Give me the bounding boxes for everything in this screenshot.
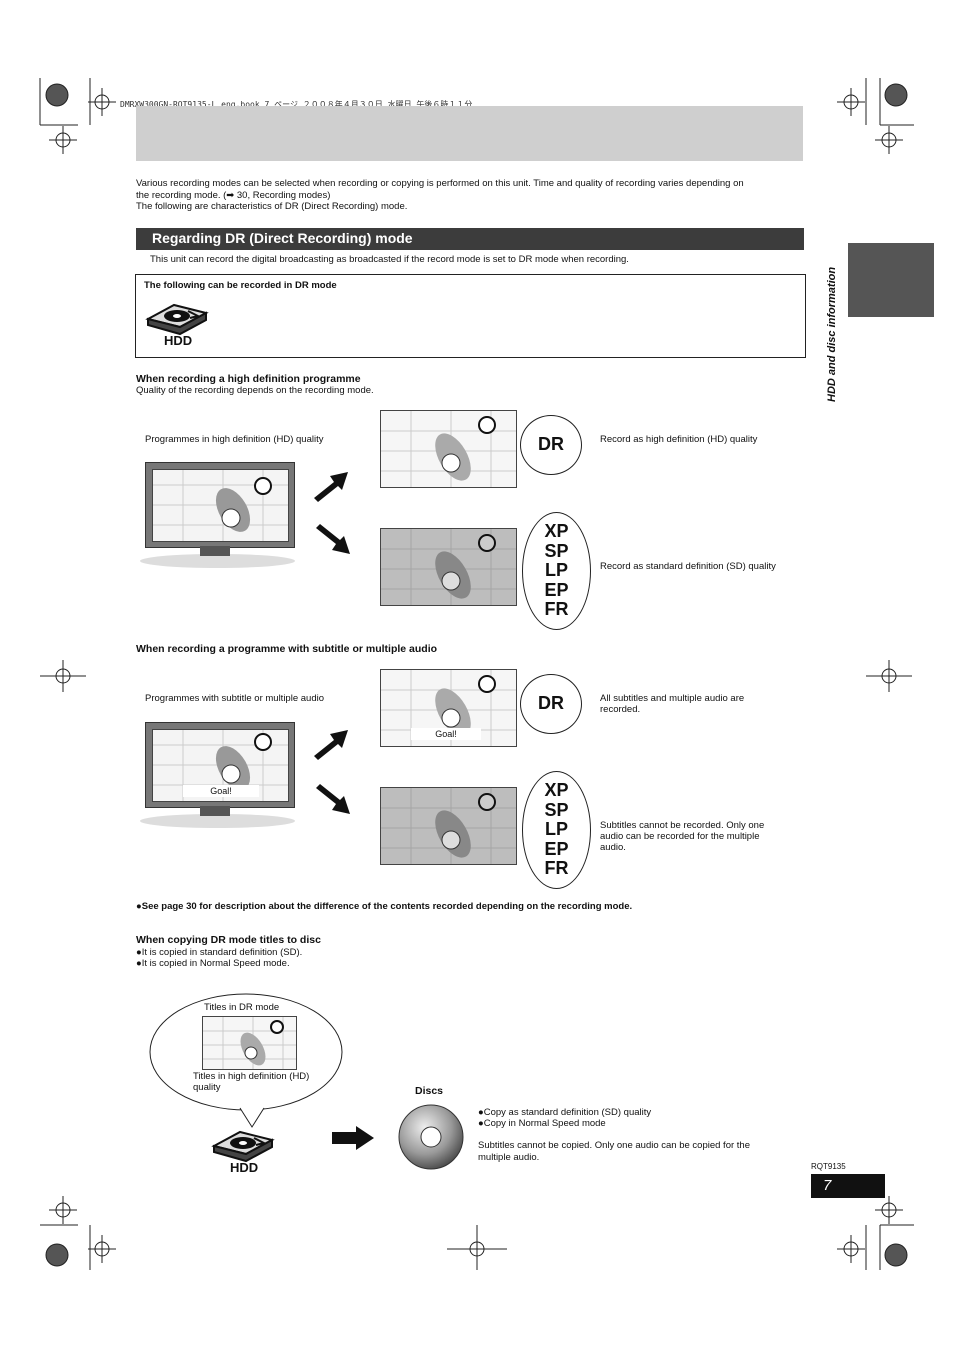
hd-modes-description: Record as standard definition (SD) quali… — [600, 561, 776, 572]
section-title: Regarding DR (Direct Recording) mode — [136, 228, 804, 250]
copy-hdd-label: HDD — [230, 1160, 259, 1175]
disc-bullet-1: ●Copy as standard definition (SD) qualit… — [478, 1107, 652, 1118]
arrow-up-right-2 — [314, 730, 348, 760]
disc-note-2: multiple audio. — [478, 1152, 540, 1163]
hd-section-subtitle: Quality of the recording depends on the … — [136, 385, 374, 396]
dr-mode-label: DR — [538, 693, 564, 714]
hd-dr-mode-oval: DR — [520, 415, 582, 475]
tv-stand — [200, 546, 230, 556]
mode-fr: FR — [544, 858, 569, 879]
hd-section-title: When recording a high definition program… — [136, 373, 361, 385]
goal-text: Goal! — [435, 729, 457, 739]
subtitle-caption: Goal! — [183, 785, 259, 797]
hdd-icon — [145, 303, 209, 336]
mode-fr: FR — [544, 599, 569, 620]
sub-modes-oval: XP SP LP EP FR — [522, 771, 591, 889]
bubble-description-2: quality — [193, 1082, 221, 1093]
mode-lp: LP — [544, 560, 568, 581]
hd-tv — [140, 462, 300, 572]
tv-screen: Goal! — [152, 729, 289, 802]
discs-label: Discs — [415, 1085, 444, 1097]
sub-dr-picture: Goal! — [380, 669, 517, 747]
hdd-icon — [211, 1130, 275, 1163]
mode-xp: XP — [544, 521, 569, 542]
tv-stand — [200, 806, 230, 816]
goalkeeper-scene — [381, 411, 516, 487]
tv-shadow — [140, 814, 295, 828]
side-label: HDD and disc information — [826, 266, 838, 402]
arrow-down-right-1 — [316, 524, 350, 554]
sub-modes-description-2: audio can be recorded for the multiple — [600, 831, 760, 842]
goalkeeper-scene — [203, 1017, 296, 1069]
sub-sd-picture — [380, 787, 517, 865]
sub-dr-description-1: All subtitles and multiple audio are — [600, 693, 745, 704]
intro-line-3: The following are characteristics of DR … — [136, 201, 408, 212]
mode-ep: EP — [544, 579, 569, 600]
hd-modes-oval: XP SP LP EP FR — [522, 512, 591, 630]
disc-bullet-2: ●Copy in Normal Speed mode — [478, 1118, 606, 1129]
sub-source-label: Programmes with subtitle or multiple aud… — [145, 693, 324, 704]
hdd-label: HDD — [164, 333, 193, 348]
sub-dr-mode-oval: DR — [520, 674, 582, 734]
sub-tv: Goal! — [140, 722, 300, 832]
copy-bullet-2: ●It is copied in Normal Speed mode. — [136, 958, 290, 969]
subtitle-caption: Goal! — [411, 728, 481, 740]
goalkeeper-scene-gray — [381, 529, 516, 605]
page-number: 7 — [811, 1174, 885, 1198]
tv-screen — [152, 469, 289, 542]
sub-section-title: When recording a programme with subtitle… — [136, 643, 438, 655]
page-30-note: ●See page 30 for description about the d… — [136, 901, 633, 912]
hd-dr-picture — [380, 410, 517, 488]
arrow-up-right-1 — [314, 472, 348, 502]
side-tab — [848, 243, 934, 317]
header-banner — [136, 106, 803, 161]
mode-xp: XP — [544, 780, 569, 801]
sub-dr-description-2: recorded. — [600, 704, 641, 715]
sub-modes-description-1: Subtitles cannot be recorded. Only one — [600, 820, 765, 831]
dr-mode-label: DR — [538, 434, 564, 455]
disc-note-1: Subtitles cannot be copied. Only one aud… — [478, 1140, 750, 1151]
bubble-title: Titles in DR mode — [204, 1002, 280, 1013]
bubble-description-1: Titles in high definition (HD) — [193, 1071, 310, 1082]
mode-sp: SP — [544, 540, 569, 561]
arrow-down-right-2 — [316, 784, 350, 814]
dr-box-heading: The following can be recorded in DR mode — [144, 280, 337, 291]
tv-frame: Goal! — [145, 722, 295, 808]
sub-modes-description-3: audio. — [600, 842, 626, 853]
document-code: RQT9135 — [811, 1162, 846, 1171]
intro-line-2: the recording mode. (➡ 30, Recording mod… — [136, 190, 331, 201]
mode-ep: EP — [544, 838, 569, 859]
bubble-picture — [202, 1016, 297, 1070]
file-header-line: DMRXW300GN-RQT9135-L_eng.book 7 ページ ２００８… — [120, 100, 473, 109]
intro-line-1: Various recording modes can be selected … — [136, 178, 744, 189]
dr-recordable-box: The following can be recorded in DR mode… — [135, 274, 806, 358]
goalkeeper-scene — [153, 470, 288, 541]
hd-source-label: Programmes in high definition (HD) quali… — [145, 434, 324, 445]
tv-frame — [145, 462, 295, 548]
copy-section-title: When copying DR mode titles to disc — [136, 934, 321, 946]
section-description: This unit can record the digital broadca… — [150, 254, 629, 265]
copy-arrow-right — [332, 1126, 374, 1150]
goalkeeper-scene-gray — [381, 788, 516, 864]
goal-text: Goal! — [210, 786, 232, 796]
copy-bullet-1: ●It is copied in standard definition (SD… — [136, 947, 303, 958]
hd-sd-picture — [380, 528, 517, 606]
tv-shadow — [140, 554, 295, 568]
hd-dr-description: Record as high definition (HD) quality — [600, 434, 758, 445]
mode-sp: SP — [544, 799, 569, 820]
disc-icon — [398, 1104, 464, 1170]
mode-lp: LP — [544, 819, 568, 840]
